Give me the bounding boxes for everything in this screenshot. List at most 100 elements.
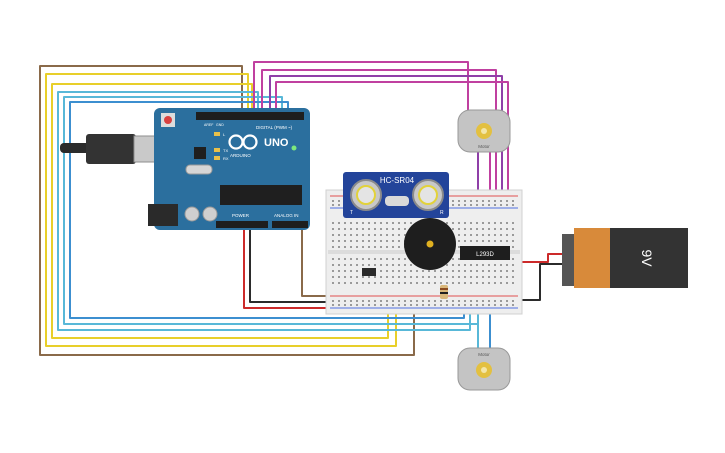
breadboard-hole (464, 276, 466, 278)
breadboard-hole (338, 200, 340, 202)
breadboard-hole (470, 264, 472, 266)
breadboard-hole (506, 264, 508, 266)
breadboard-hole (452, 200, 454, 202)
breadboard-hole (386, 228, 388, 230)
breadboard-hole (488, 222, 490, 224)
breadboard-hole (464, 300, 466, 302)
breadboard-hole (452, 304, 454, 306)
wire-cyan-loop[interactable] (57, 91, 471, 331)
breadboard-hole (494, 276, 496, 278)
wire-red-battery[interactable] (510, 253, 564, 263)
breadboard-hole (500, 234, 502, 236)
breadboard-hole (488, 204, 490, 206)
breadboard-hole (386, 246, 388, 248)
rx-led-label: RX (223, 156, 229, 161)
arduino-uno-board[interactable]: UNO ARDUINO DIGITAL (PWM ~) POWER ANALOG… (60, 108, 310, 230)
breadboard-hole (506, 276, 508, 278)
breadboard-hole (398, 222, 400, 224)
breadboard-hole (338, 304, 340, 306)
sensor-echo-label: R (440, 210, 444, 216)
breadboard-hole (422, 276, 424, 278)
digital-header-label: DIGITAL (PWM ~) (256, 125, 293, 130)
breadboard-hole (452, 270, 454, 272)
wire-yellow-loop-2[interactable] (51, 83, 389, 339)
breadboard-hole (494, 304, 496, 306)
reset-button-cap[interactable] (164, 116, 172, 124)
digital-header (196, 112, 304, 120)
breadboard-hole (362, 276, 364, 278)
breadboard-hole (338, 234, 340, 236)
breadboard-hole (488, 240, 490, 242)
breadboard-hole (482, 264, 484, 266)
breadboard-hole (512, 270, 514, 272)
wire-magenta-driver-2[interactable] (275, 81, 509, 246)
capacitor (202, 206, 218, 222)
breadboard-hole (500, 282, 502, 284)
breadboard-hole (500, 300, 502, 302)
breadboard-hole (350, 304, 352, 306)
dc-motor-top[interactable]: Motor (457, 109, 511, 153)
breadboard-hole (434, 300, 436, 302)
breadboard-hole (338, 204, 340, 206)
breadboard-hole (416, 304, 418, 306)
wire-magenta-motor[interactable] (253, 61, 469, 112)
breadboard-hole (350, 246, 352, 248)
piezo-buzzer[interactable] (404, 218, 456, 270)
breadboard-hole (338, 276, 340, 278)
breadboard-hole (458, 228, 460, 230)
ultrasonic-sensor[interactable]: HC-SR04 T R (343, 172, 449, 218)
battery-9v[interactable]: 9V (562, 228, 688, 288)
breadboard-hole (356, 304, 358, 306)
led-l (214, 132, 220, 136)
breadboard-hole (368, 276, 370, 278)
motor-bottom-label: Motor (478, 352, 490, 357)
breadboard-hole (344, 258, 346, 260)
dc-motor-bottom[interactable]: Motor (457, 347, 511, 391)
arduino-model-label: UNO (264, 137, 289, 149)
analog-header-label: ANALOG IN (274, 213, 299, 218)
breadboard-hole (386, 234, 388, 236)
breadboard-hole (458, 234, 460, 236)
breadboard-hole (512, 282, 514, 284)
breadboard-hole (362, 264, 364, 266)
wire-purple-driver[interactable] (269, 75, 503, 246)
motor-driver-chip[interactable]: L293D (460, 246, 510, 260)
breadboard-hole (362, 222, 364, 224)
breadboard-hole (386, 222, 388, 224)
breadboard-hole (410, 282, 412, 284)
breadboard-hole (452, 276, 454, 278)
motor-bottom-shaft-center (481, 367, 487, 373)
breadboard-hole (410, 276, 412, 278)
breadboard-hole (380, 304, 382, 306)
breadboard-hole (416, 300, 418, 302)
breadboard-hole (422, 300, 424, 302)
breadboard-hole (434, 282, 436, 284)
breadboard-hole (512, 246, 514, 248)
breadboard-hole (476, 264, 478, 266)
breadboard-hole (482, 204, 484, 206)
breadboard-hole (464, 282, 466, 284)
breadboard-hole (512, 204, 514, 206)
breadboard-hole (464, 200, 466, 202)
breadboard-hole (434, 270, 436, 272)
breadboard-hole (392, 276, 394, 278)
breadboard-hole (446, 282, 448, 284)
breadboard-hole (494, 282, 496, 284)
breadboard-hole (500, 228, 502, 230)
breadboard-hole (356, 246, 358, 248)
breadboard-hole (464, 240, 466, 242)
breadboard-hole (458, 304, 460, 306)
breadboard-hole (470, 300, 472, 302)
wire-magenta-driver-1[interactable] (261, 69, 497, 246)
breadboard-hole (368, 240, 370, 242)
wire-yellow-loop[interactable] (45, 73, 397, 347)
breadboard-hole (458, 276, 460, 278)
atmega-chip (220, 185, 302, 205)
breadboard-hole (398, 246, 400, 248)
wire-black-battery[interactable] (510, 263, 564, 301)
breadboard-hole (458, 222, 460, 224)
breadboard-hole (476, 304, 478, 306)
breadboard-hole (488, 228, 490, 230)
breadboard-hole (488, 270, 490, 272)
battery-orange-section (574, 228, 610, 288)
